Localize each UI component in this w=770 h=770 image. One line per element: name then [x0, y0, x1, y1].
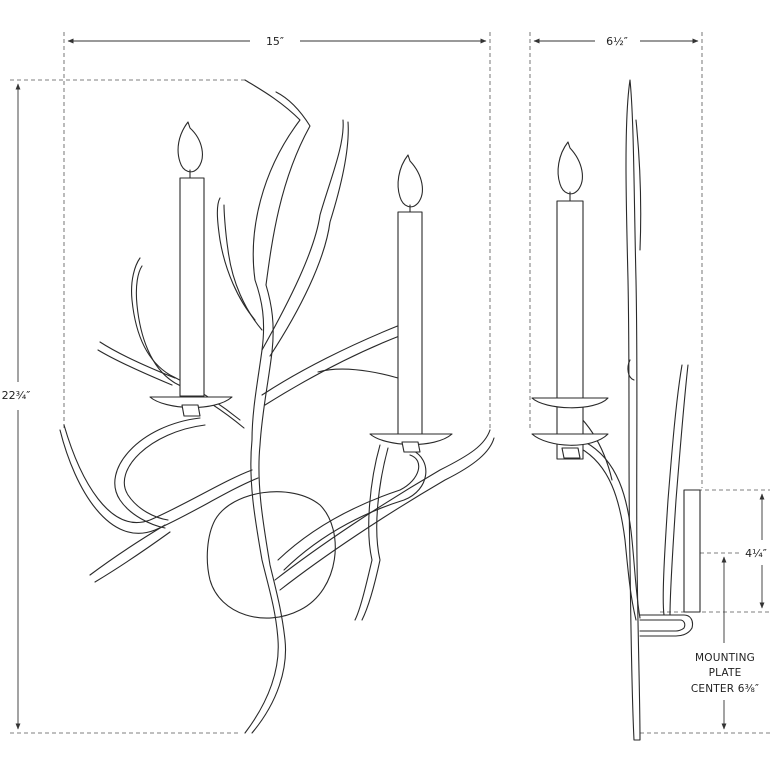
side-view-envelope: [529, 32, 770, 734]
width-dimension: 15″: [67, 35, 487, 48]
backplate-height-label: 4¼″: [745, 547, 767, 560]
depth-label: 6½″: [606, 35, 628, 48]
mounting-note-line3: CENTER 6⅜″: [691, 683, 759, 695]
width-label: 15″: [266, 35, 284, 48]
front-branches: [59, 79, 495, 734]
backplate-height-dimension: 4¼″: [745, 493, 767, 609]
side-view: 6½″ 4¼″ MOUNTING PLATE CENTER 6⅜″: [529, 32, 770, 741]
mounting-center-dimension: MOUNTING PLATE CENTER 6⅜″: [691, 556, 759, 730]
front-view: 15″ 22¾″: [2, 32, 495, 734]
front-right-candle: [369, 154, 453, 453]
height-label: 22¾″: [2, 389, 31, 402]
front-left-candle: [149, 121, 233, 417]
height-dimension: 22¾″: [2, 83, 31, 730]
side-branches: [559, 79, 694, 741]
depth-dimension: 6½″: [533, 35, 699, 48]
front-view-envelope: [10, 32, 491, 734]
side-candle: [531, 141, 609, 460]
side-backplate: [683, 489, 701, 613]
mounting-note-line1: MOUNTING: [695, 652, 755, 664]
front-backplate: [206, 491, 336, 619]
mounting-note-line2: PLATE: [709, 667, 742, 679]
